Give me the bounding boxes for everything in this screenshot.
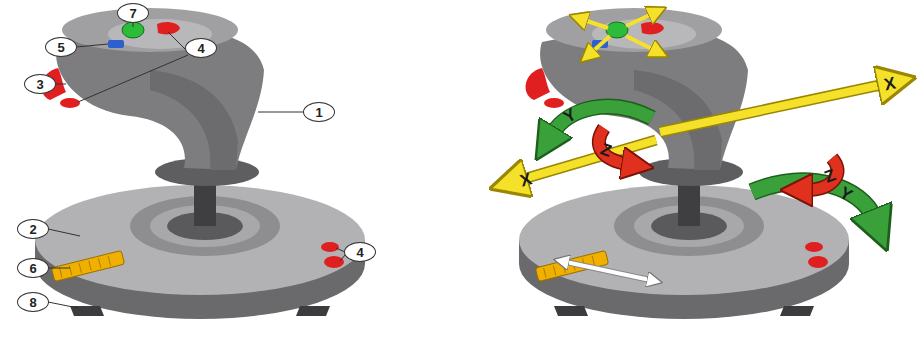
- callout-number: 6: [17, 258, 49, 278]
- axis-label: X: [883, 75, 898, 94]
- callout-number: 7: [117, 3, 149, 23]
- axis-label: Y: [837, 184, 855, 204]
- axis-label: Z: [822, 166, 838, 186]
- callout-number: 4: [185, 38, 217, 58]
- axis-label: Z: [598, 140, 614, 160]
- axis-label: Y: [561, 106, 579, 126]
- leader-lines: [48, 22, 345, 308]
- callout-number: 4: [344, 242, 376, 262]
- callout-number: 3: [24, 74, 56, 94]
- motion-arrows: [520, 14, 885, 280]
- joystick-drawing: [35, 8, 365, 319]
- joystick-drawing: [519, 8, 849, 319]
- axis-label: X: [518, 170, 534, 189]
- callout-number: 8: [17, 292, 49, 312]
- callout-number: 1: [303, 102, 335, 122]
- callout-number: 2: [17, 219, 49, 239]
- callout-number: 5: [45, 37, 77, 57]
